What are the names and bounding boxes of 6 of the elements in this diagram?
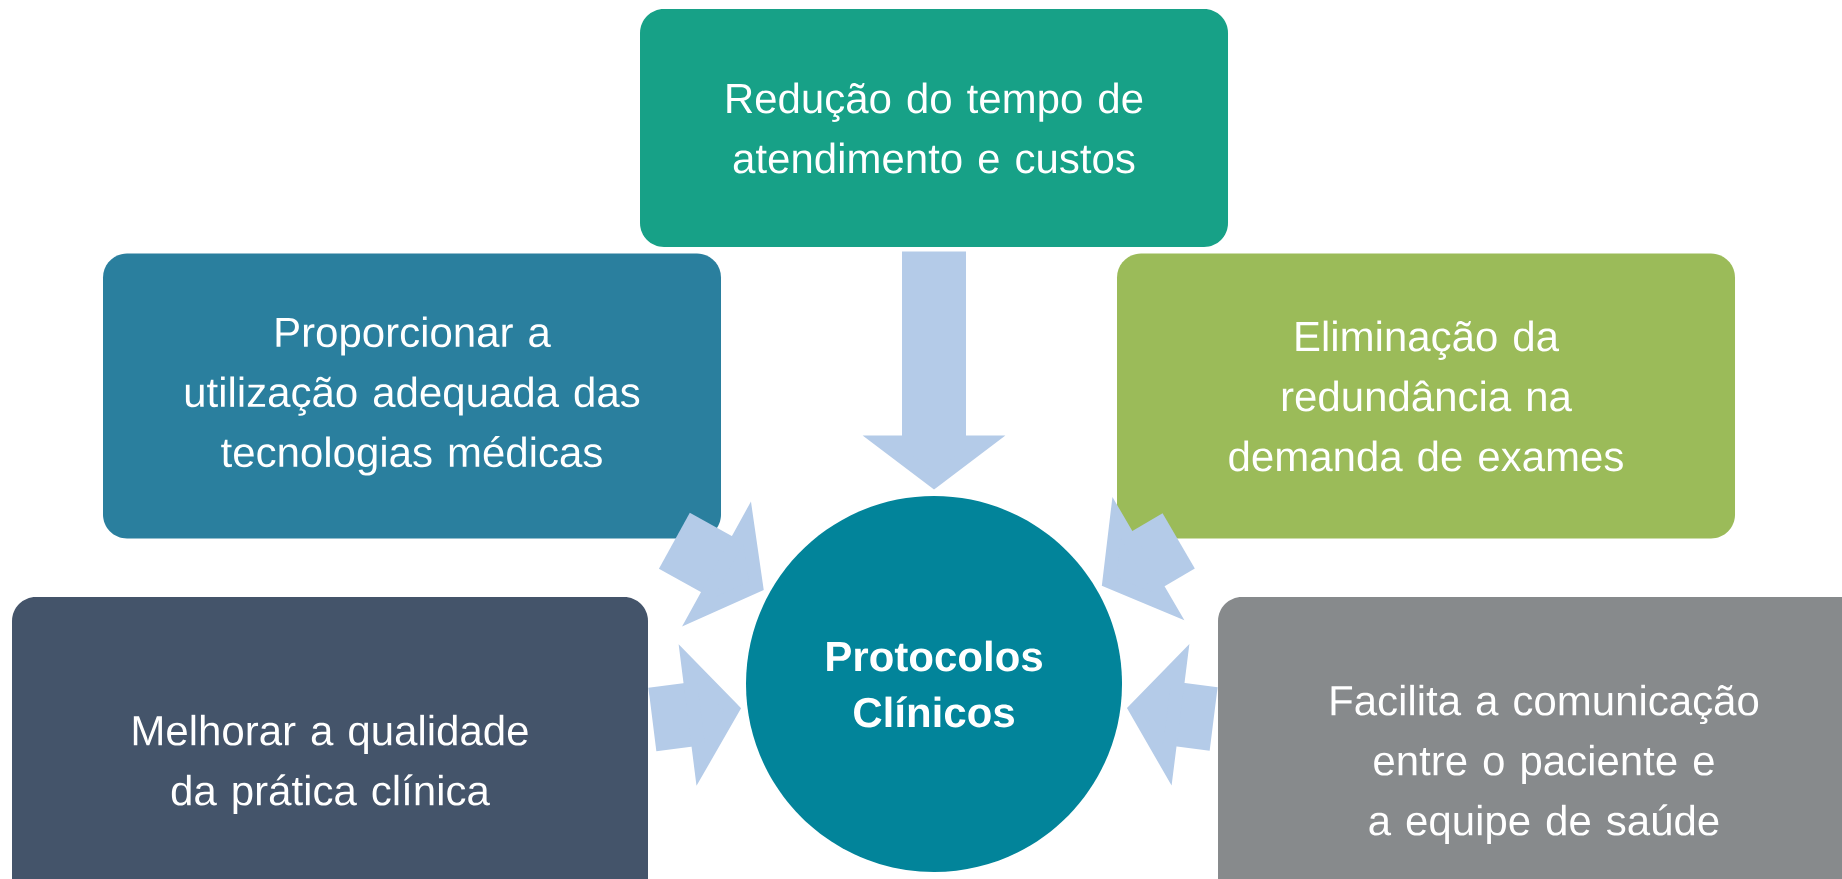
- text-box: Proporcionar a utilização adequada das tecnologias médicas: [103, 253, 721, 539]
- circle-node: Protocolos Clínicos: [746, 496, 1122, 872]
- text-box: Melhorar a qualidade da prática clínica: [12, 597, 648, 879]
- text-box: Facilita a comunicação entre o paciente e a equipe de saúde: [1218, 597, 1842, 879]
- text-box: Redução do tempo de atendimento e custos: [640, 9, 1228, 247]
- text-box: Eliminação da redundância na demanda de exames: [1117, 253, 1735, 539]
